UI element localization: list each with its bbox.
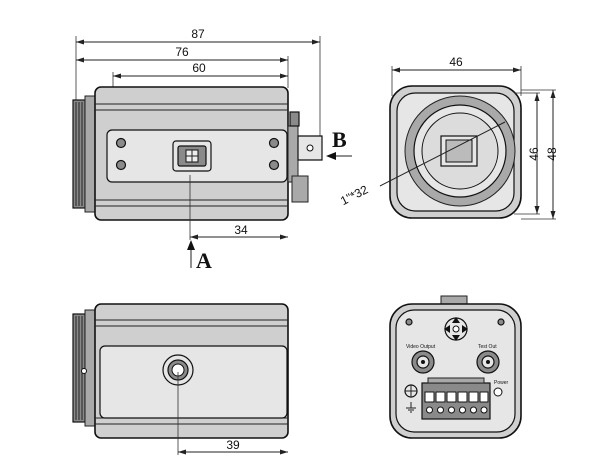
dim-front-height-inner: 46	[527, 147, 541, 161]
rear-view: Video Output Test Out Power	[389, 295, 522, 439]
bottom-view: 39	[72, 303, 289, 455]
front-view: 46 1"*32 46 48	[338, 55, 559, 220]
dim-front-width: 46	[449, 55, 463, 69]
dim-lens-mount: 1"*32	[338, 182, 370, 208]
dim-bottom-offset: 39	[226, 438, 240, 452]
dim-plate-length: 60	[192, 61, 206, 75]
label-power: Power	[494, 380, 509, 386]
dim-plate-offset: 34	[234, 223, 248, 237]
label-test-out: Test Out	[478, 344, 497, 350]
label-video-output: Video Output	[406, 344, 436, 350]
dim-front-height-outer: 48	[545, 147, 559, 161]
dim-total-length: 87	[191, 27, 205, 41]
view-arrow-b: B	[332, 127, 347, 152]
dim-body-length: 76	[175, 45, 189, 59]
view-arrow-a: A	[196, 248, 212, 273]
ground-icon	[406, 402, 416, 413]
side-view: 87 76 60	[72, 27, 352, 273]
